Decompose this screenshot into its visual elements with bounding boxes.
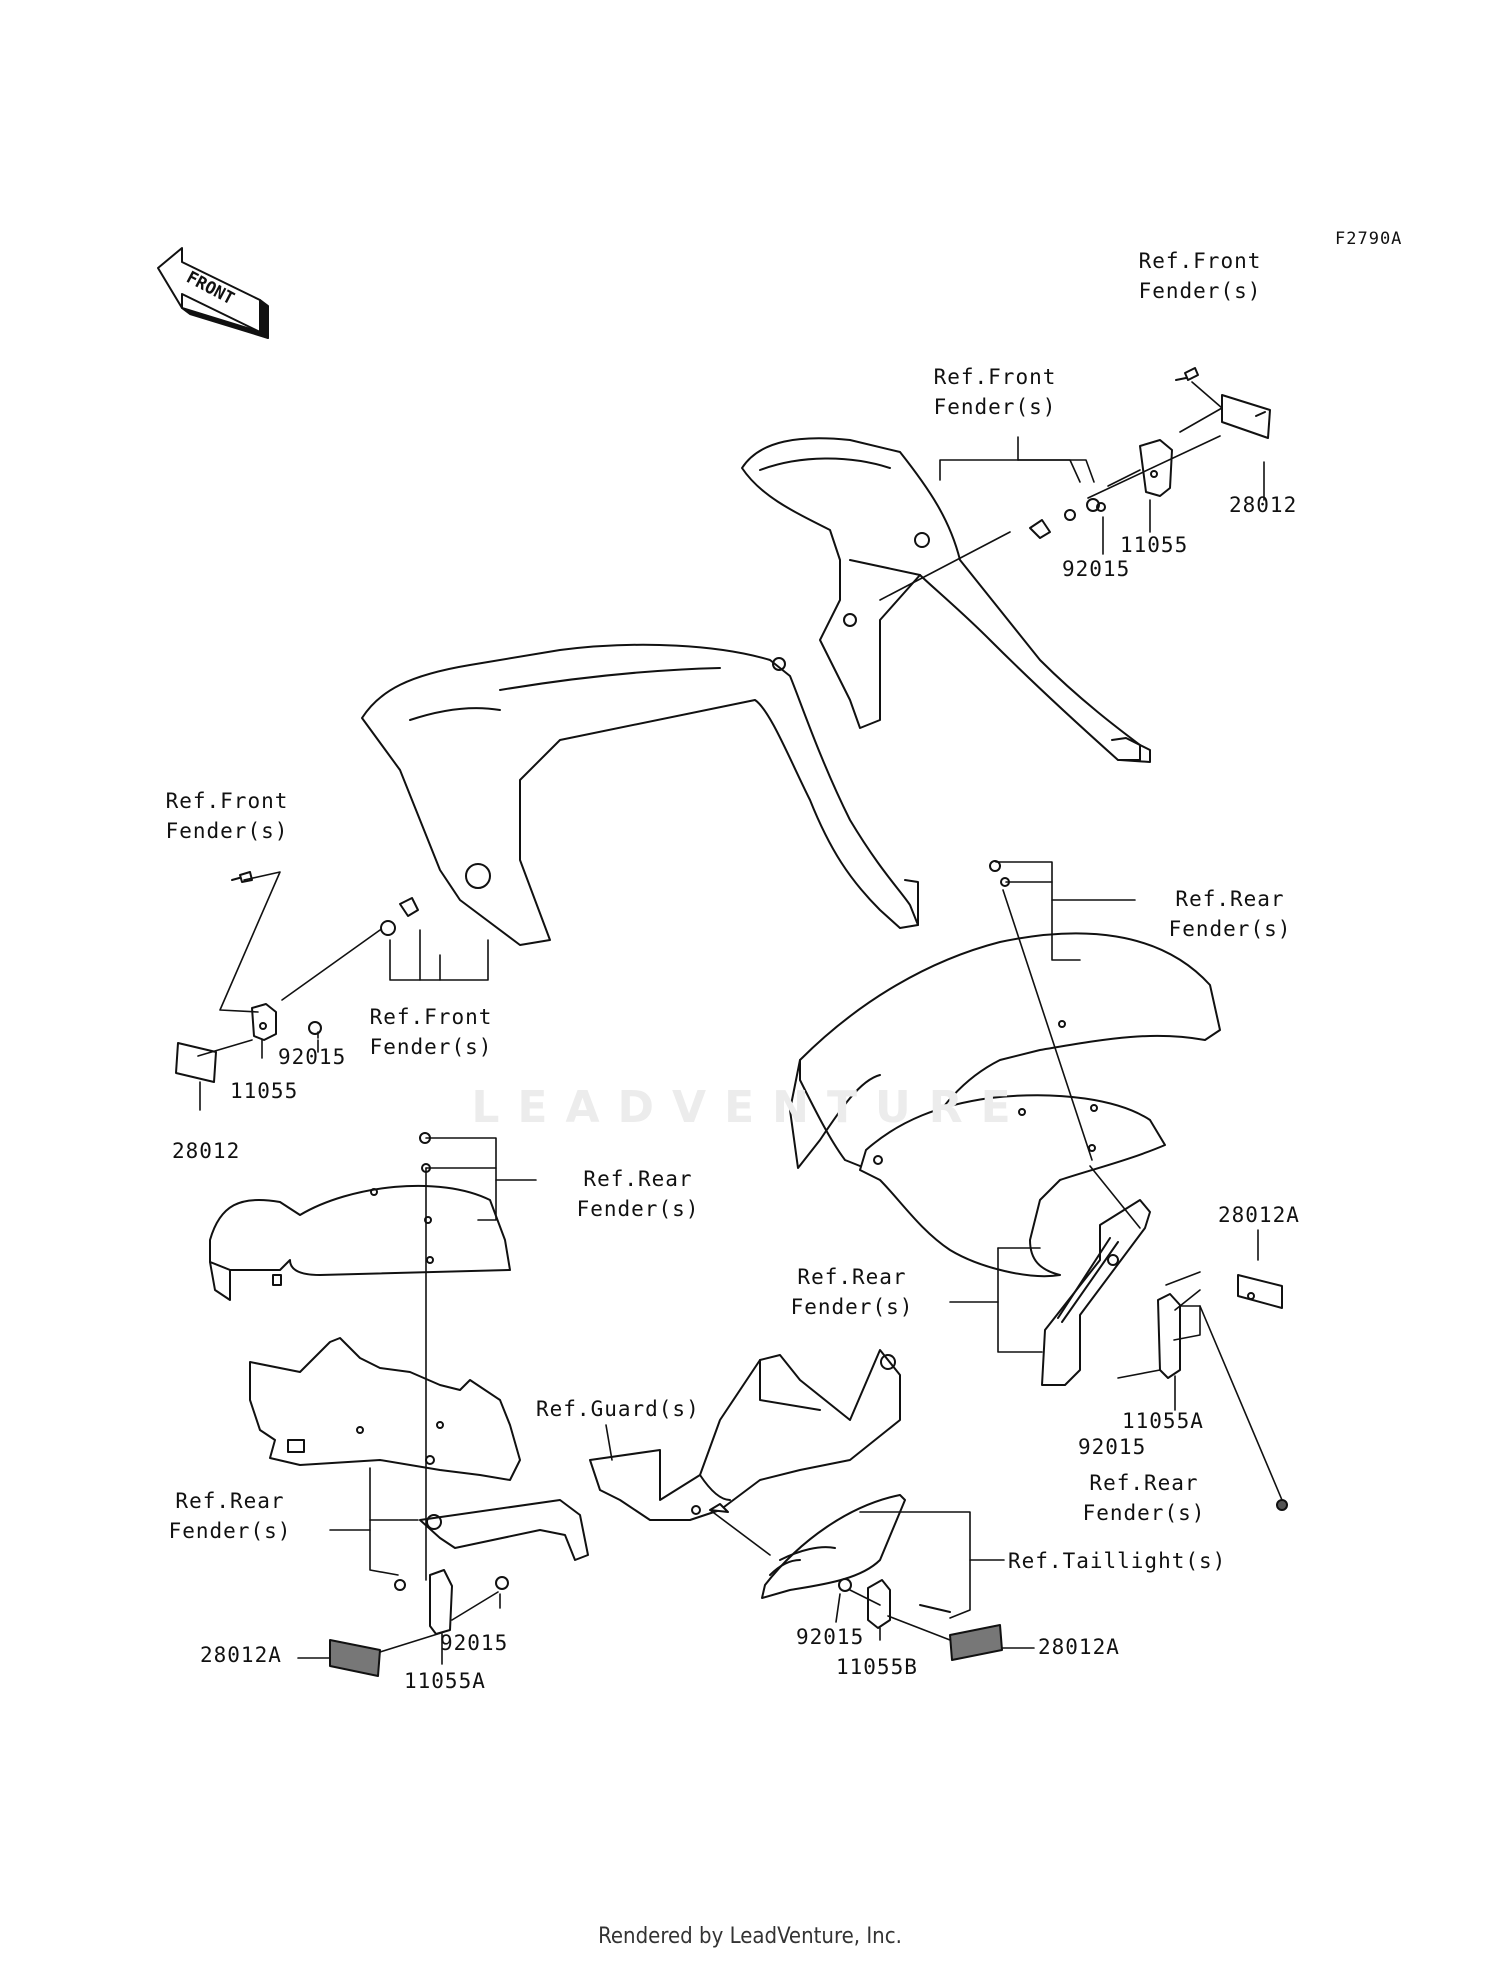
label-ref-rear-fender-right-top[interactable]: Ref.Rear Fender(s) — [1168, 887, 1292, 941]
part-11055A-right[interactable]: 11055A — [1122, 1409, 1204, 1433]
reflector-28012A-bc — [949, 1624, 1003, 1661]
part-28012A-bottom-left[interactable]: 28012A — [200, 1643, 282, 1667]
leader-lines — [197, 381, 1283, 1665]
diagram-code: F2790A — [1335, 229, 1403, 249]
bracket-11055A-r — [1157, 1293, 1181, 1379]
label-ref-rear-fender-left-top[interactable]: Ref.Rear Fender(s) — [576, 1167, 700, 1221]
reflector-28012-tr — [1221, 394, 1271, 439]
label-ref-front-fender-top-right[interactable]: Ref.Front Fender(s) — [1138, 249, 1262, 303]
part-11055-top-right[interactable]: 11055 — [1120, 533, 1189, 557]
fasteners — [231, 367, 1288, 1613]
front-arrow-icon: FRONT — [157, 247, 269, 339]
part-11055-left[interactable]: 11055 — [230, 1079, 299, 1103]
bracket-11055-tr — [1139, 439, 1173, 497]
part-92015-right[interactable]: 92015 — [1078, 1435, 1147, 1459]
label-ref-front-fender-lower-mid[interactable]: Ref.Front Fender(s) — [369, 1005, 493, 1059]
label-ref-front-fender-left[interactable]: Ref.Front Fender(s) — [165, 789, 289, 843]
label-ref-rear-fender-right-low[interactable]: Ref.Rear Fender(s) — [1082, 1471, 1206, 1525]
part-92015-left[interactable]: 92015 — [278, 1045, 347, 1069]
part-28012-left[interactable]: 28012 — [172, 1139, 241, 1163]
reflector-28012A-bl — [329, 1639, 381, 1677]
footer-credit: Rendered by LeadVenture, Inc. — [598, 1924, 902, 1949]
label-ref-rear-fender-right-mid[interactable]: Ref.Rear Fender(s) — [790, 1265, 914, 1319]
part-11055A-bottom-left[interactable]: 11055A — [404, 1669, 486, 1693]
rear-fender-right-bracket — [1041, 1199, 1151, 1386]
part-28012A-bottom-center[interactable]: 28012A — [1038, 1635, 1120, 1659]
part-92015-bottom-left[interactable]: 92015 — [440, 1631, 509, 1655]
watermark: LEADVENTURE — [471, 1082, 1029, 1133]
part-92015-top-right[interactable]: 92015 — [1062, 557, 1131, 581]
label-ref-rear-fender-left-low[interactable]: Ref.Rear Fender(s) — [168, 1489, 292, 1543]
rear-fender-left-lower — [249, 1337, 521, 1481]
rear-fender-left-bracket — [419, 1499, 589, 1561]
guard — [589, 1349, 901, 1521]
part-28012-top-right[interactable]: 28012 — [1229, 493, 1298, 517]
label-ref-front-fender-upper-mid[interactable]: Ref.Front Fender(s) — [933, 365, 1057, 419]
rear-fender-left-upper — [209, 1184, 511, 1301]
reflector-28012-l — [175, 1042, 217, 1083]
bracket-11055-l — [251, 1003, 277, 1041]
front-fender-left-panel — [361, 643, 919, 946]
part-11055B-bottom-center[interactable]: 11055B — [836, 1655, 918, 1679]
part-92015-bottom-center[interactable]: 92015 — [796, 1625, 865, 1649]
front-fender-right-panel — [741, 437, 1151, 763]
label-ref-guard[interactable]: Ref.Guard(s) — [536, 1397, 700, 1421]
bracket-11055A-bl — [429, 1569, 453, 1635]
part-28012A-right[interactable]: 28012A — [1218, 1203, 1300, 1227]
label-ref-taillight[interactable]: Ref.Taillight(s) — [1008, 1549, 1227, 1573]
reflector-28012A-r — [1237, 1274, 1283, 1309]
taillight — [761, 1494, 906, 1599]
rear-fender-right-lower — [859, 1094, 1166, 1278]
